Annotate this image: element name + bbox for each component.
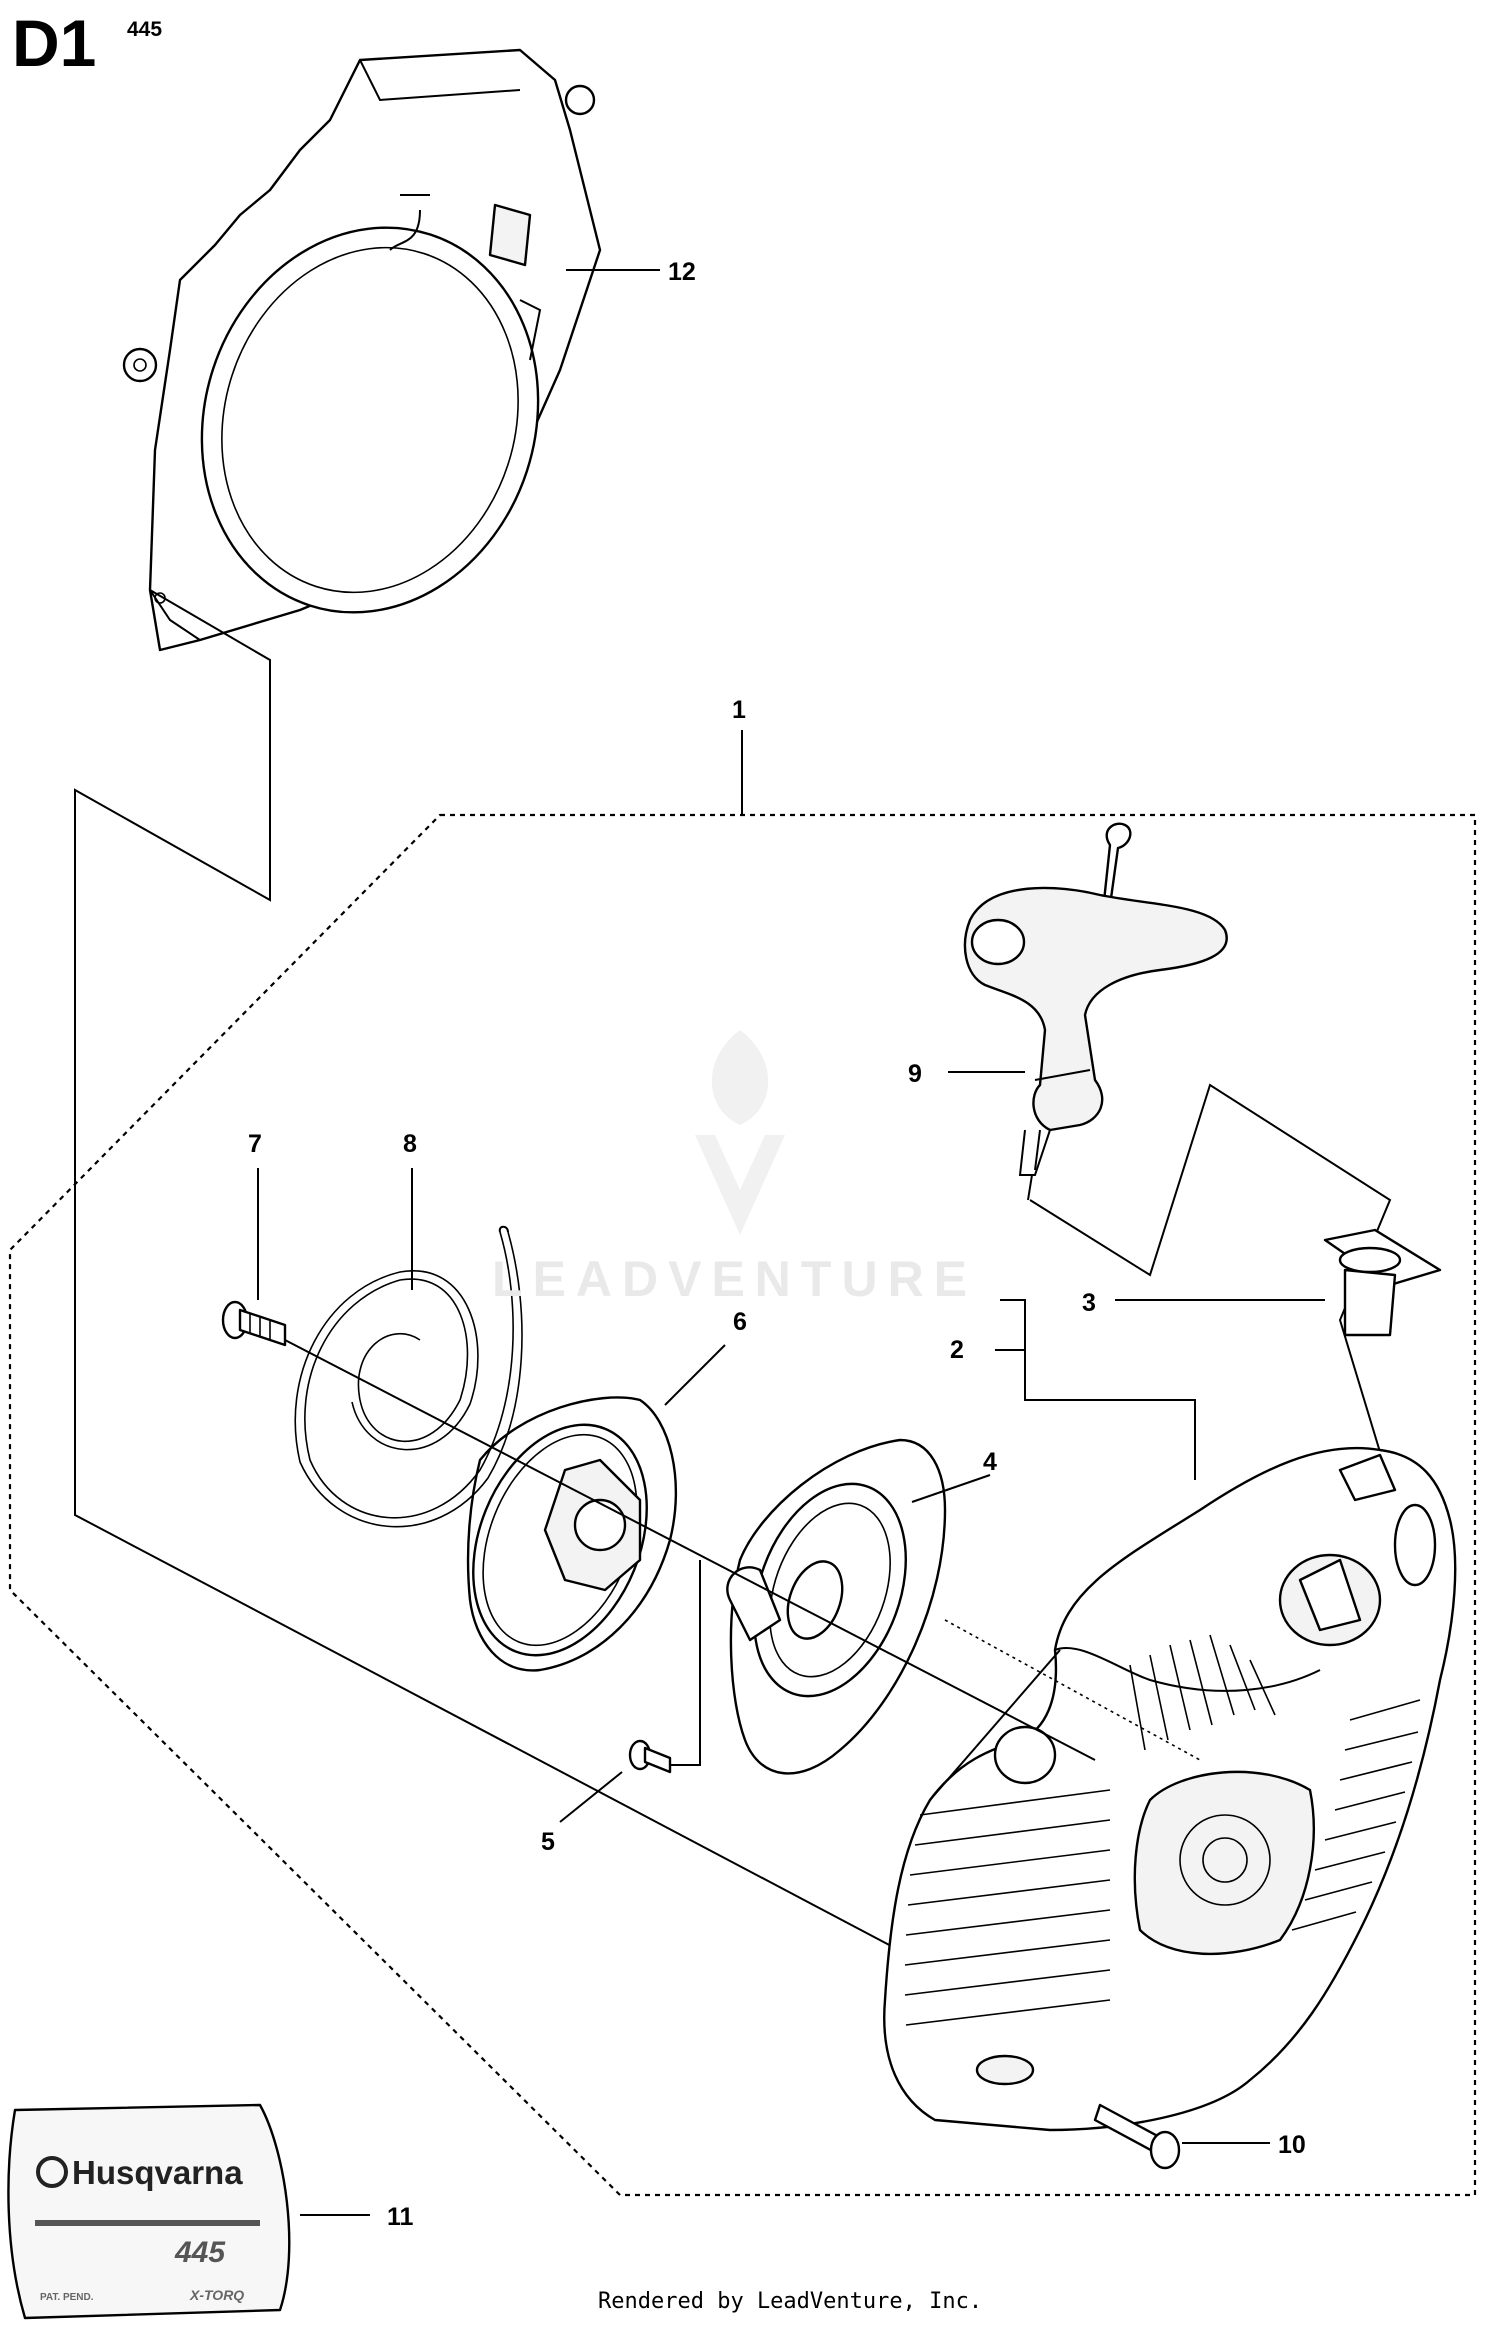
decal-model: 445: [174, 2236, 226, 2269]
callout-12: 12: [668, 258, 696, 286]
model-number: 445: [127, 18, 163, 41]
part-11-decal: Husqvarna 445 PAT. PEND. X-TORQ: [7, 2103, 291, 2320]
callout-9: 9: [908, 1060, 922, 1088]
part-2-starter-cover: [883, 1446, 1457, 2132]
assembly-1-boundary: [8, 813, 1477, 2197]
part-9-handle: [963, 822, 1228, 1201]
decal-xtorq: X-TORQ: [189, 2287, 244, 2303]
leader-5-bracket: [670, 1560, 701, 1766]
leader-6: [664, 1344, 726, 1406]
part-7-screw: [221, 1300, 287, 1347]
part-5-screw: [628, 1739, 672, 1774]
part-4-pulley-cassette: [726, 1438, 947, 1775]
section-title: D1: [12, 6, 97, 80]
leader-handle-bracket: [1029, 1083, 1392, 1486]
watermark-logo: [695, 1030, 785, 1235]
decal-stripe: [35, 2220, 260, 2226]
part-12-shroud: [122, 48, 602, 652]
decal-brand: Husqvarna: [72, 2154, 243, 2191]
callout-1: 1: [732, 696, 746, 724]
callout-10: 10: [1278, 2131, 1306, 2159]
leader-4: [911, 1474, 991, 1503]
leader-5: [559, 1771, 623, 1823]
husqvarna-crown-icon: [36, 2156, 68, 2188]
watermark-text: LEADVENTURE: [492, 1251, 978, 1307]
part-8-spring: [294, 1225, 523, 1528]
callout-11: 11: [387, 2203, 414, 2231]
callout-4: 4: [983, 1448, 997, 1476]
callout-5: 5: [541, 1828, 555, 1856]
callout-3: 3: [1082, 1289, 1096, 1317]
callout-2: 2: [950, 1336, 964, 1364]
footer-credit: Rendered by LeadVenture, Inc.: [598, 2289, 983, 2314]
leader-assembly-left: [74, 589, 966, 1986]
decal-pat: PAT. PEND.: [40, 2292, 94, 2303]
part-10-screw: [1093, 2103, 1181, 2170]
leader-2: [995, 1299, 1196, 1480]
callout-7: 7: [248, 1130, 262, 1158]
axis-main: [284, 1339, 1096, 1761]
callout-8: 8: [403, 1130, 417, 1158]
callout-6: 6: [733, 1308, 747, 1336]
part-3-rope-guide: [1323, 1228, 1442, 1337]
part-6-pulley: [466, 1396, 677, 1672]
